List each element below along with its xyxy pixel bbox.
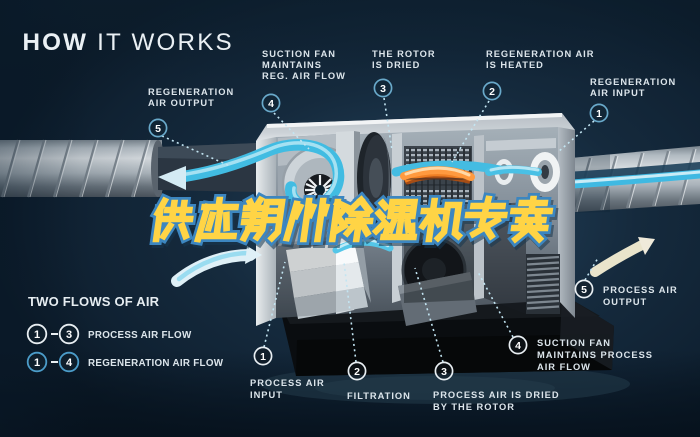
svg-text:TWO FLOWS OF AIR: TWO FLOWS OF AIR (28, 294, 160, 309)
svg-text:2: 2 (354, 366, 360, 378)
svg-text:REGENERATION AIR: REGENERATION AIR (486, 49, 594, 59)
svg-text:1: 1 (34, 357, 40, 369)
svg-text:MAINTAINS PROCESS: MAINTAINS PROCESS (537, 350, 653, 360)
svg-text:AIR FLOW: AIR FLOW (537, 362, 591, 372)
svg-text:MAINTAINS: MAINTAINS (262, 60, 322, 70)
svg-text:4: 4 (515, 340, 521, 352)
svg-text:4: 4 (268, 98, 274, 110)
svg-text:REGENERATION: REGENERATION (148, 87, 234, 97)
svg-text:PROCESS AIR: PROCESS AIR (250, 378, 325, 388)
svg-text:INPUT: INPUT (250, 390, 283, 400)
svg-text:1: 1 (596, 108, 602, 120)
svg-text:AIR INPUT: AIR INPUT (590, 88, 646, 98)
svg-text:SUCTION FAN: SUCTION FAN (262, 49, 336, 59)
svg-text:3: 3 (380, 83, 386, 95)
svg-text:IS HEATED: IS HEATED (486, 60, 544, 70)
svg-text:THE ROTOR: THE ROTOR (372, 49, 436, 59)
svg-text:3: 3 (66, 329, 72, 341)
svg-text:2: 2 (489, 86, 495, 98)
svg-text:PROCESS AIR FLOW: PROCESS AIR FLOW (88, 330, 192, 341)
svg-text:4: 4 (66, 357, 73, 369)
svg-text:PROCESS AIR IS DRIED: PROCESS AIR IS DRIED (433, 390, 560, 400)
svg-text:3: 3 (441, 366, 447, 378)
svg-text:SUCTION FAN: SUCTION FAN (537, 338, 611, 348)
svg-text:5: 5 (581, 284, 587, 296)
svg-text:IS DRIED: IS DRIED (372, 60, 420, 70)
svg-text:REG. AIR FLOW: REG. AIR FLOW (262, 71, 346, 81)
svg-text:OUTPUT: OUTPUT (603, 297, 647, 307)
svg-text:PROCESS AIR: PROCESS AIR (603, 285, 678, 295)
svg-text:FILTRATION: FILTRATION (347, 391, 411, 401)
svg-text:AIR OUTPUT: AIR OUTPUT (148, 98, 215, 108)
svg-text:1: 1 (34, 329, 40, 341)
svg-text:HOW IT WORKS: HOW IT WORKS (23, 29, 234, 56)
svg-text:REGENERATION AIR FLOW: REGENERATION AIR FLOW (88, 358, 224, 369)
svg-text:5: 5 (155, 123, 161, 135)
svg-text:BY THE ROTOR: BY THE ROTOR (433, 402, 515, 412)
svg-text:REGENERATION: REGENERATION (590, 77, 676, 87)
svg-text:1: 1 (260, 351, 266, 363)
